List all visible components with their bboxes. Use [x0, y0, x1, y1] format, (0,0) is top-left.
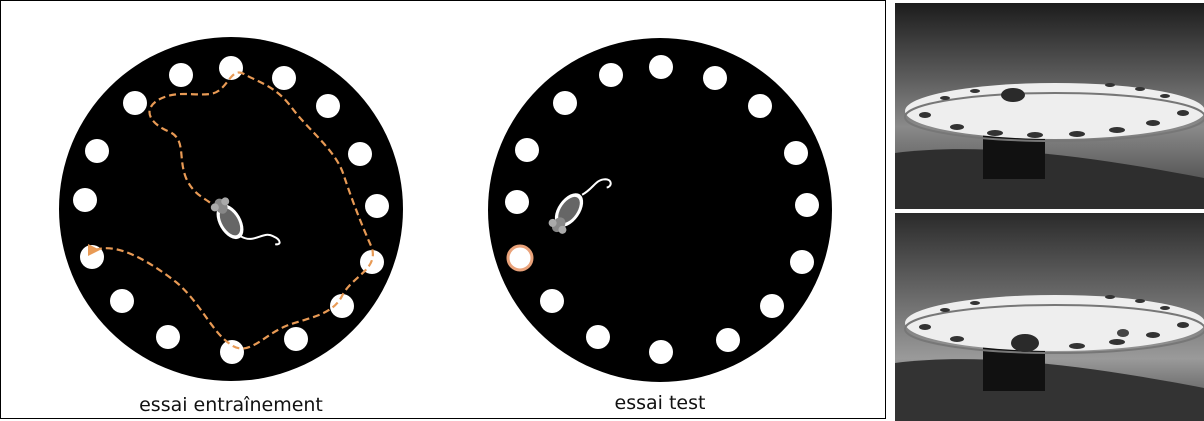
exploration-path — [94, 71, 374, 350]
hole — [553, 91, 577, 115]
diagram-panel — [0, 0, 886, 419]
hole — [316, 94, 340, 118]
test-caption: essai test — [614, 392, 706, 414]
barnes-maze-photo-top — [895, 3, 1204, 209]
barnes-maze-photos — [895, 3, 1204, 421]
escape-holes — [73, 56, 389, 364]
mouse-icon — [210, 197, 281, 246]
hole — [284, 327, 308, 351]
hole — [110, 289, 134, 313]
hole — [649, 340, 673, 364]
training-caption: essai entraînement — [139, 394, 323, 416]
barnes-maze-photo-bottom — [895, 213, 1204, 421]
triangle-arrow-icon — [88, 244, 100, 256]
hole — [73, 188, 97, 212]
hole — [795, 193, 819, 217]
hole — [748, 94, 772, 118]
hole — [348, 142, 372, 166]
hole — [85, 139, 109, 163]
hole — [272, 66, 296, 90]
hole — [716, 328, 740, 352]
hole — [649, 55, 673, 79]
training-arena — [59, 37, 403, 381]
hole — [599, 63, 623, 87]
hole — [365, 194, 389, 218]
mouse-icon — [548, 178, 612, 234]
hole — [515, 138, 539, 162]
goal-hole — [506, 244, 534, 272]
hole — [123, 91, 147, 115]
hole — [784, 141, 808, 165]
test-arena — [488, 38, 832, 382]
hole — [703, 66, 727, 90]
hole — [219, 56, 243, 80]
hole — [169, 63, 193, 87]
arena-platform — [488, 38, 832, 382]
hole — [220, 340, 244, 364]
hole — [505, 190, 529, 214]
escape-holes — [505, 55, 819, 364]
hole — [790, 250, 814, 274]
hole — [156, 325, 180, 349]
hole — [760, 294, 784, 318]
hole — [540, 289, 564, 313]
hole — [586, 325, 610, 349]
barnes-maze-diagram — [59, 37, 832, 382]
hole — [330, 294, 354, 318]
